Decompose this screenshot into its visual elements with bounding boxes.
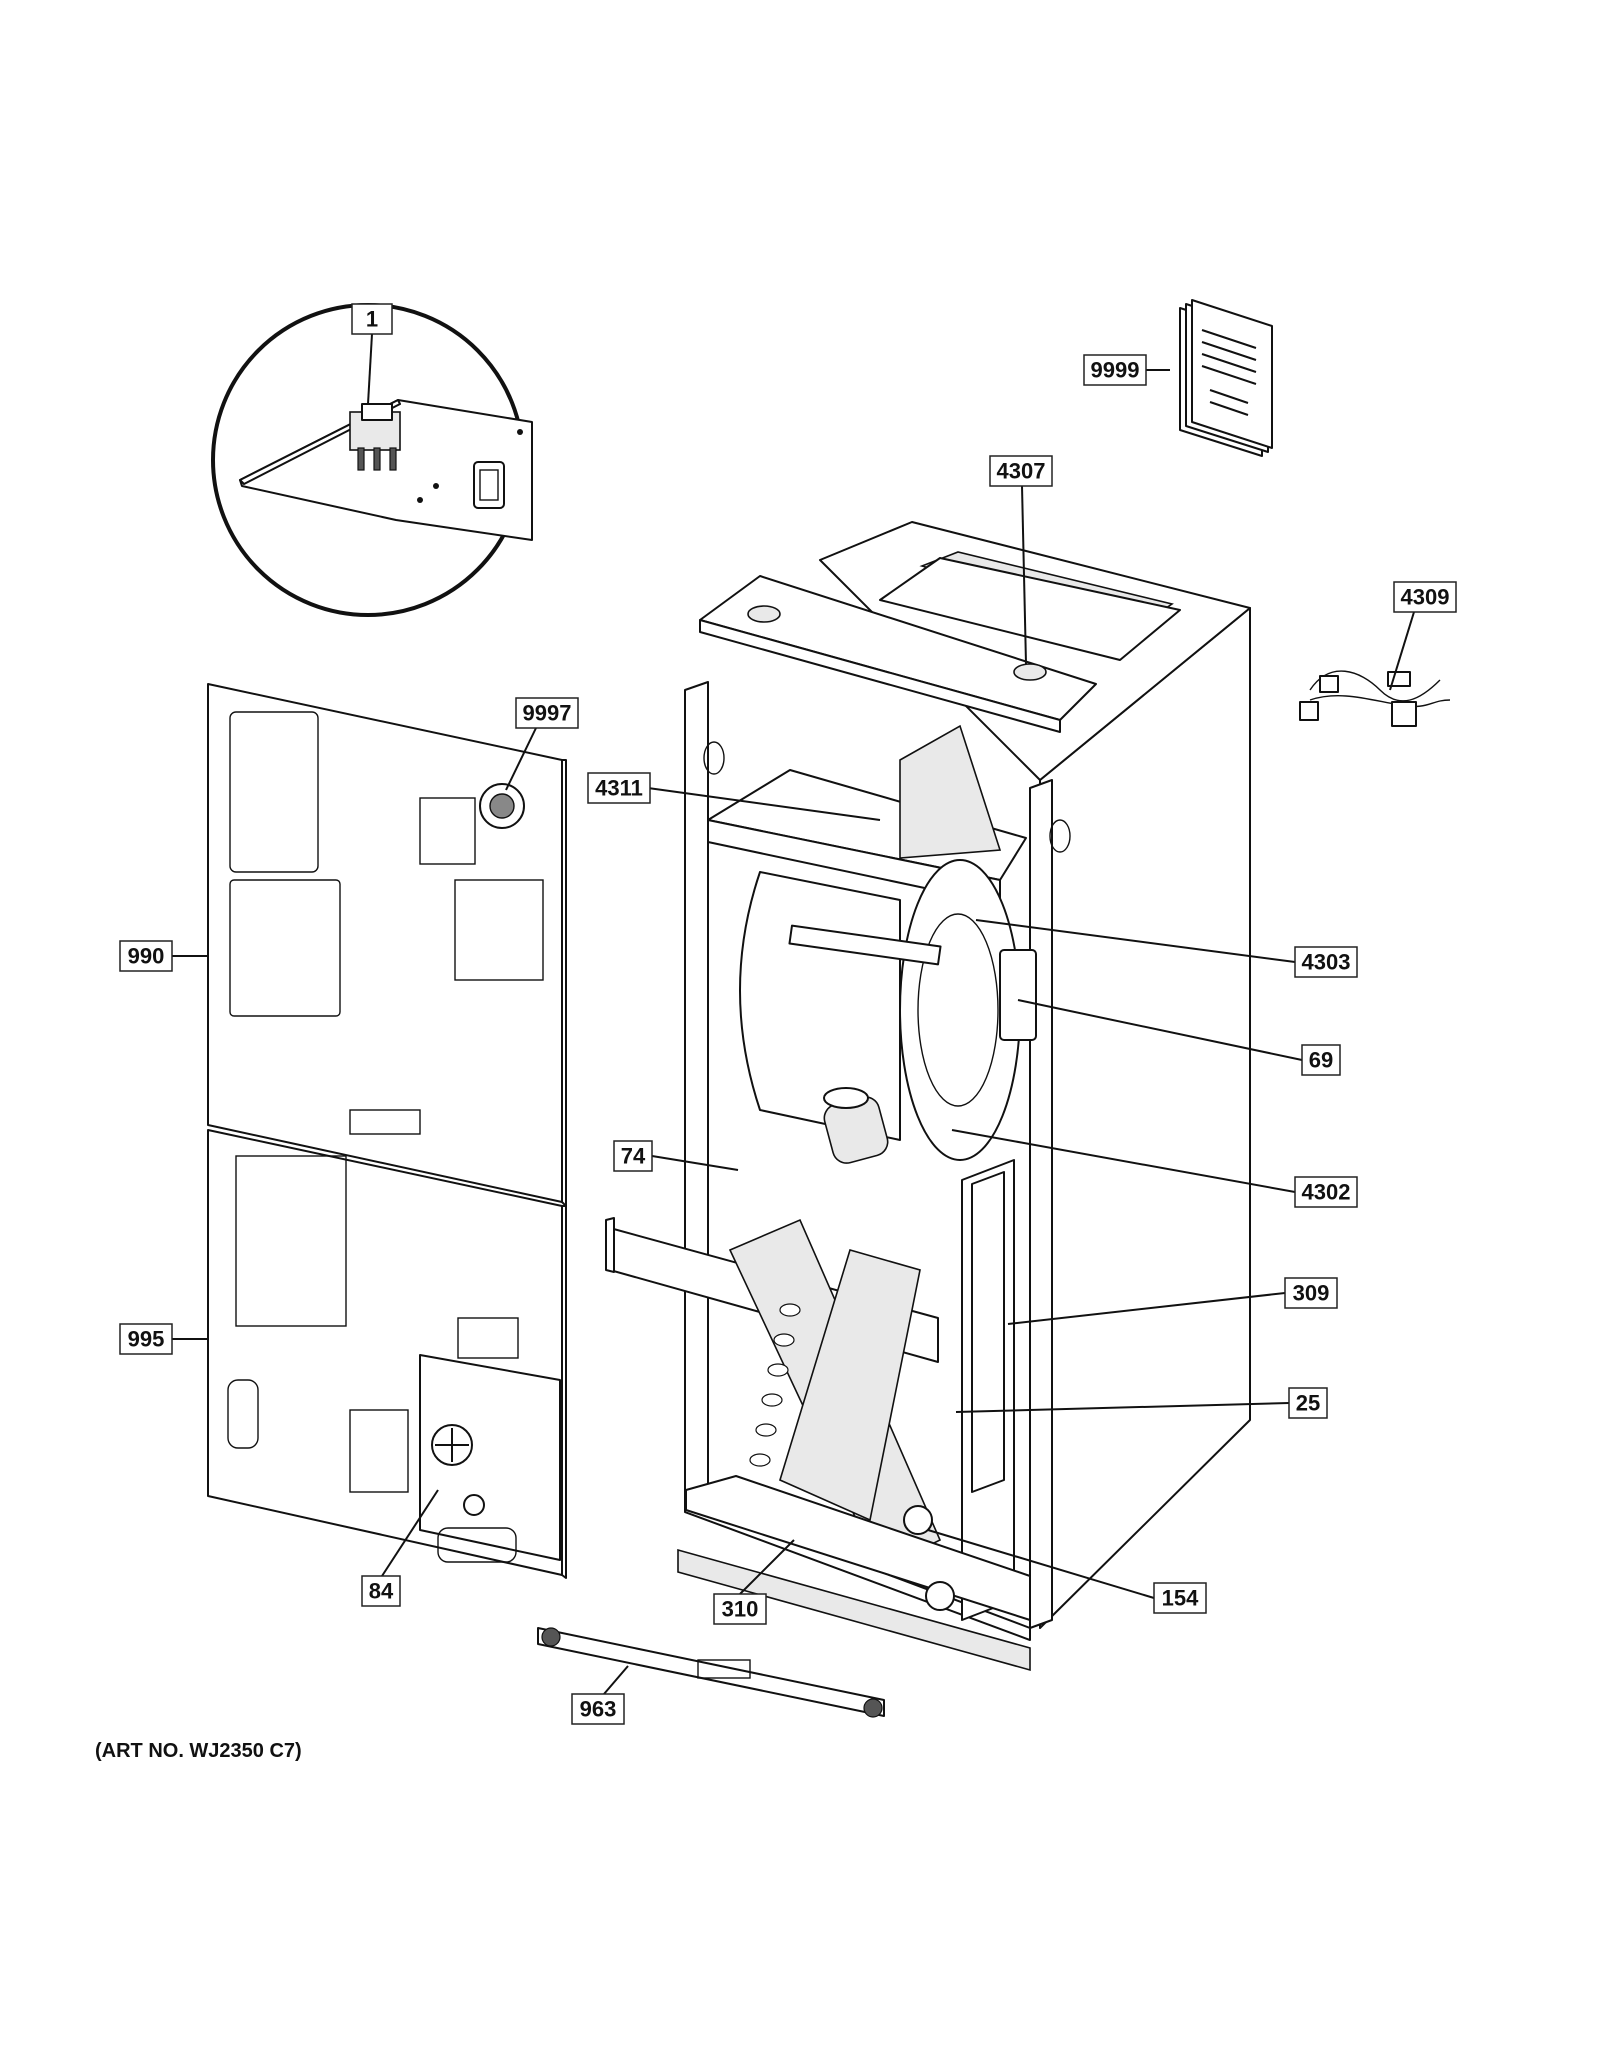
- callout-4307-label: 4307: [997, 459, 1046, 484]
- leader-lines: [172, 333, 1415, 1695]
- wire-harness: [1299, 670, 1451, 727]
- callout-9999: 9999: [1083, 354, 1147, 386]
- callout-69-label: 69: [1309, 1048, 1333, 1073]
- callout-9997-label: 9997: [523, 701, 572, 726]
- detail-circle-control-board: [211, 303, 533, 617]
- callout-309-label: 309: [1293, 1281, 1330, 1306]
- callout-990: 990: [119, 940, 173, 972]
- callout-1-label: 1: [366, 307, 378, 332]
- callout-74-label: 74: [621, 1144, 646, 1169]
- art-number: (ART NO. WJ2350 C7): [95, 1740, 302, 1762]
- callout-4307: 4307: [989, 455, 1053, 487]
- callout-309: 309: [1284, 1277, 1338, 1309]
- callout-4309-label: 4309: [1401, 585, 1450, 610]
- lower-door-panel: [207, 1129, 567, 1579]
- bottom-bracket: [537, 1627, 885, 1718]
- literature-packet: [1179, 299, 1273, 457]
- callout-4309: 4309: [1393, 581, 1457, 613]
- callout-4303-label: 4303: [1302, 950, 1351, 975]
- callout-963-label: 963: [580, 1697, 617, 1722]
- callout-4311: 4311: [587, 772, 651, 804]
- callout-69: 69: [1301, 1044, 1341, 1076]
- upper-door-panel: [207, 683, 567, 1207]
- callout-25-label: 25: [1296, 1391, 1320, 1416]
- callout-74: 74: [613, 1140, 653, 1172]
- callout-9999-label: 9999: [1091, 358, 1140, 383]
- callout-25: 25: [1288, 1387, 1328, 1419]
- callout-84: 84: [361, 1575, 401, 1607]
- callout-154: 154: [1153, 1582, 1207, 1614]
- callout-4302-label: 4302: [1302, 1180, 1351, 1205]
- air-handler-cabinet: [605, 521, 1251, 1672]
- callout-963: 963: [571, 1693, 625, 1725]
- callout-310: 310: [713, 1593, 767, 1625]
- callout-995-label: 995: [128, 1327, 165, 1352]
- callout-1: 1: [351, 303, 393, 335]
- callout-4302: 4302: [1294, 1176, 1358, 1208]
- callout-4311-label: 4311: [595, 776, 643, 801]
- callout-990-label: 990: [128, 944, 165, 969]
- callout-154-label: 154: [1162, 1586, 1199, 1611]
- callout-310-label: 310: [722, 1597, 759, 1622]
- callout-84-label: 84: [369, 1579, 394, 1604]
- callout-9997: 9997: [515, 697, 579, 729]
- callout-4303: 4303: [1294, 946, 1358, 978]
- callout-995: 995: [119, 1323, 173, 1355]
